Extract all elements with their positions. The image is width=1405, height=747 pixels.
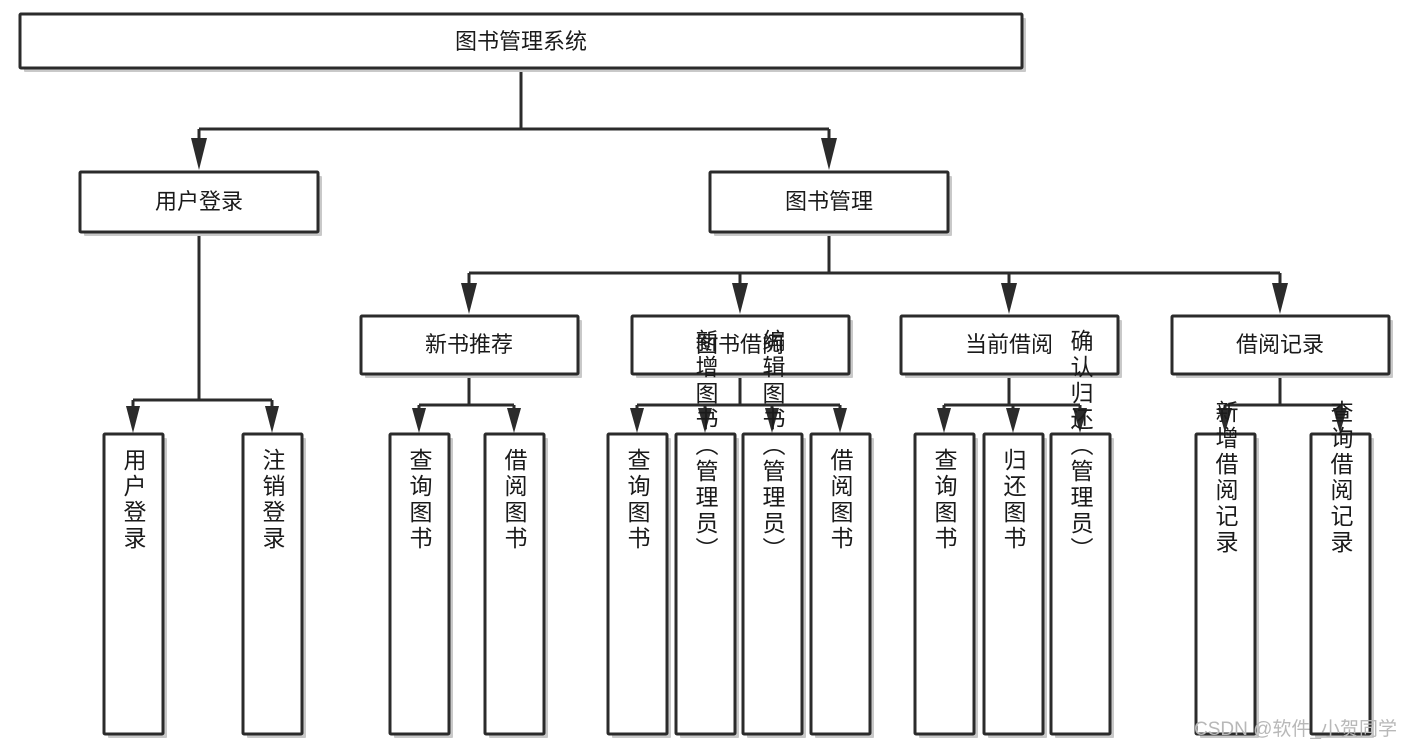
- node-book-manage[interactable]: 图书管理: [708, 170, 952, 236]
- node-leaf-confirm-return[interactable]: 确认归还（管理员）: [1049, 329, 1114, 738]
- node-leaf-borrow-book[interactable]: 借阅图书: [809, 432, 874, 738]
- arrow-head-leaf-confirm-return: [1073, 408, 1087, 433]
- node-book-manage-label: 图书管理: [785, 189, 873, 214]
- arrow-head-leaf-add-record: [1218, 408, 1232, 433]
- node-leaf-add-record[interactable]: 新增借阅记录: [1194, 400, 1259, 738]
- arrow-head-leaf-query-record: [1333, 408, 1347, 433]
- arrow-head-borrow-record: [1272, 283, 1288, 314]
- node-book-borrow[interactable]: 图书借阅: [630, 314, 853, 378]
- node-leaf-edit-book-label: 编辑图书（管理员）: [759, 329, 786, 563]
- node-current-borrow[interactable]: 当前借阅: [899, 314, 1122, 378]
- node-user-login-label: 用户登录: [155, 189, 243, 214]
- arrow-head-book-borrow: [732, 283, 748, 314]
- arrow-head-leaf-query-book-rec: [412, 408, 426, 433]
- arrow-head-new-book-rec: [461, 283, 477, 314]
- node-leaf-query-record-label: 查询借阅记录: [1327, 400, 1354, 556]
- node-new-book-rec-label: 新书推荐: [425, 332, 513, 357]
- node-borrow-record-label: 借阅记录: [1236, 332, 1324, 357]
- node-new-book-rec[interactable]: 新书推荐: [359, 314, 582, 378]
- arrow-head-leaf-user-login: [126, 406, 140, 433]
- arrow-head-book-manage: [821, 138, 837, 170]
- connectors-book-borrow-to-leaves: [630, 374, 847, 433]
- arrow-head-leaf-borrow-book-rec: [507, 408, 521, 433]
- node-borrow-record[interactable]: 借阅记录: [1170, 314, 1393, 378]
- connectors-borrow-record-to-leaves: [1218, 374, 1347, 433]
- node-leaf-return-book-label: 归还图书: [1000, 448, 1027, 552]
- node-leaf-query-book-rec-label: 查询图书: [406, 448, 433, 552]
- connectors-book-manage-to-level3: [461, 232, 1288, 314]
- node-leaf-return-book[interactable]: 归还图书: [982, 432, 1047, 738]
- node-leaf-user-login[interactable]: 用户登录: [102, 432, 167, 738]
- node-user-login[interactable]: 用户登录: [78, 170, 322, 236]
- connectors-new-book-rec-to-leaves: [412, 374, 521, 433]
- node-leaf-edit-book[interactable]: 编辑图书（管理员）: [741, 329, 806, 738]
- node-leaf-add-record-label: 新增借阅记录: [1212, 400, 1239, 556]
- node-leaf-query-book-borrow[interactable]: 查询图书: [606, 432, 671, 738]
- node-leaf-query-book-current-label: 查询图书: [931, 448, 958, 552]
- arrow-head-leaf-query-book-borrow: [630, 408, 644, 433]
- node-leaf-borrow-book-label: 借阅图书: [827, 448, 854, 552]
- node-current-borrow-label: 当前借阅: [965, 332, 1053, 357]
- csdn-watermark: CSDN @软件_小贺同学: [1194, 719, 1397, 740]
- node-leaf-query-book-borrow-label: 查询图书: [624, 448, 651, 552]
- node-leaf-user-logout-label: 注销登录: [259, 448, 286, 552]
- connectors-current-borrow-to-leaves: [937, 374, 1087, 433]
- node-root[interactable]: 图书管理系统: [18, 12, 1026, 72]
- connectors-root-to-level2: [191, 68, 837, 170]
- node-leaf-confirm-return-label: 确认归还（管理员）: [1067, 329, 1094, 563]
- node-leaf-query-book-current[interactable]: 查询图书: [913, 432, 978, 738]
- arrow-head-leaf-return-book: [1006, 408, 1020, 433]
- arrow-head-leaf-query-book-current: [937, 408, 951, 433]
- node-leaf-add-book-label: 新增图书（管理员）: [692, 329, 719, 563]
- node-leaf-query-record[interactable]: 查询借阅记录: [1309, 400, 1374, 738]
- node-leaf-user-login-label: 用户登录: [120, 448, 147, 552]
- arrow-head-current-borrow: [1001, 283, 1017, 314]
- arrow-head-leaf-borrow-book: [833, 408, 847, 433]
- node-leaf-query-book-rec[interactable]: 查询图书: [388, 432, 453, 738]
- node-leaf-user-logout[interactable]: 注销登录: [241, 432, 306, 738]
- node-leaf-borrow-book-rec-label: 借阅图书: [501, 448, 528, 552]
- node-leaf-borrow-book-rec[interactable]: 借阅图书: [483, 432, 548, 738]
- node-root-label: 图书管理系统: [455, 29, 587, 54]
- arrow-head-leaf-edit-book: [765, 408, 779, 433]
- arrow-head-leaf-add-book: [698, 408, 712, 433]
- arrow-head-leaf-user-logout: [265, 406, 279, 433]
- node-book-borrow-label: 图书借阅: [696, 332, 784, 357]
- arrow-head-user-login: [191, 138, 207, 170]
- node-leaf-add-book[interactable]: 新增图书（管理员）: [674, 329, 739, 738]
- connectors-user-login-to-leaves: [126, 232, 279, 433]
